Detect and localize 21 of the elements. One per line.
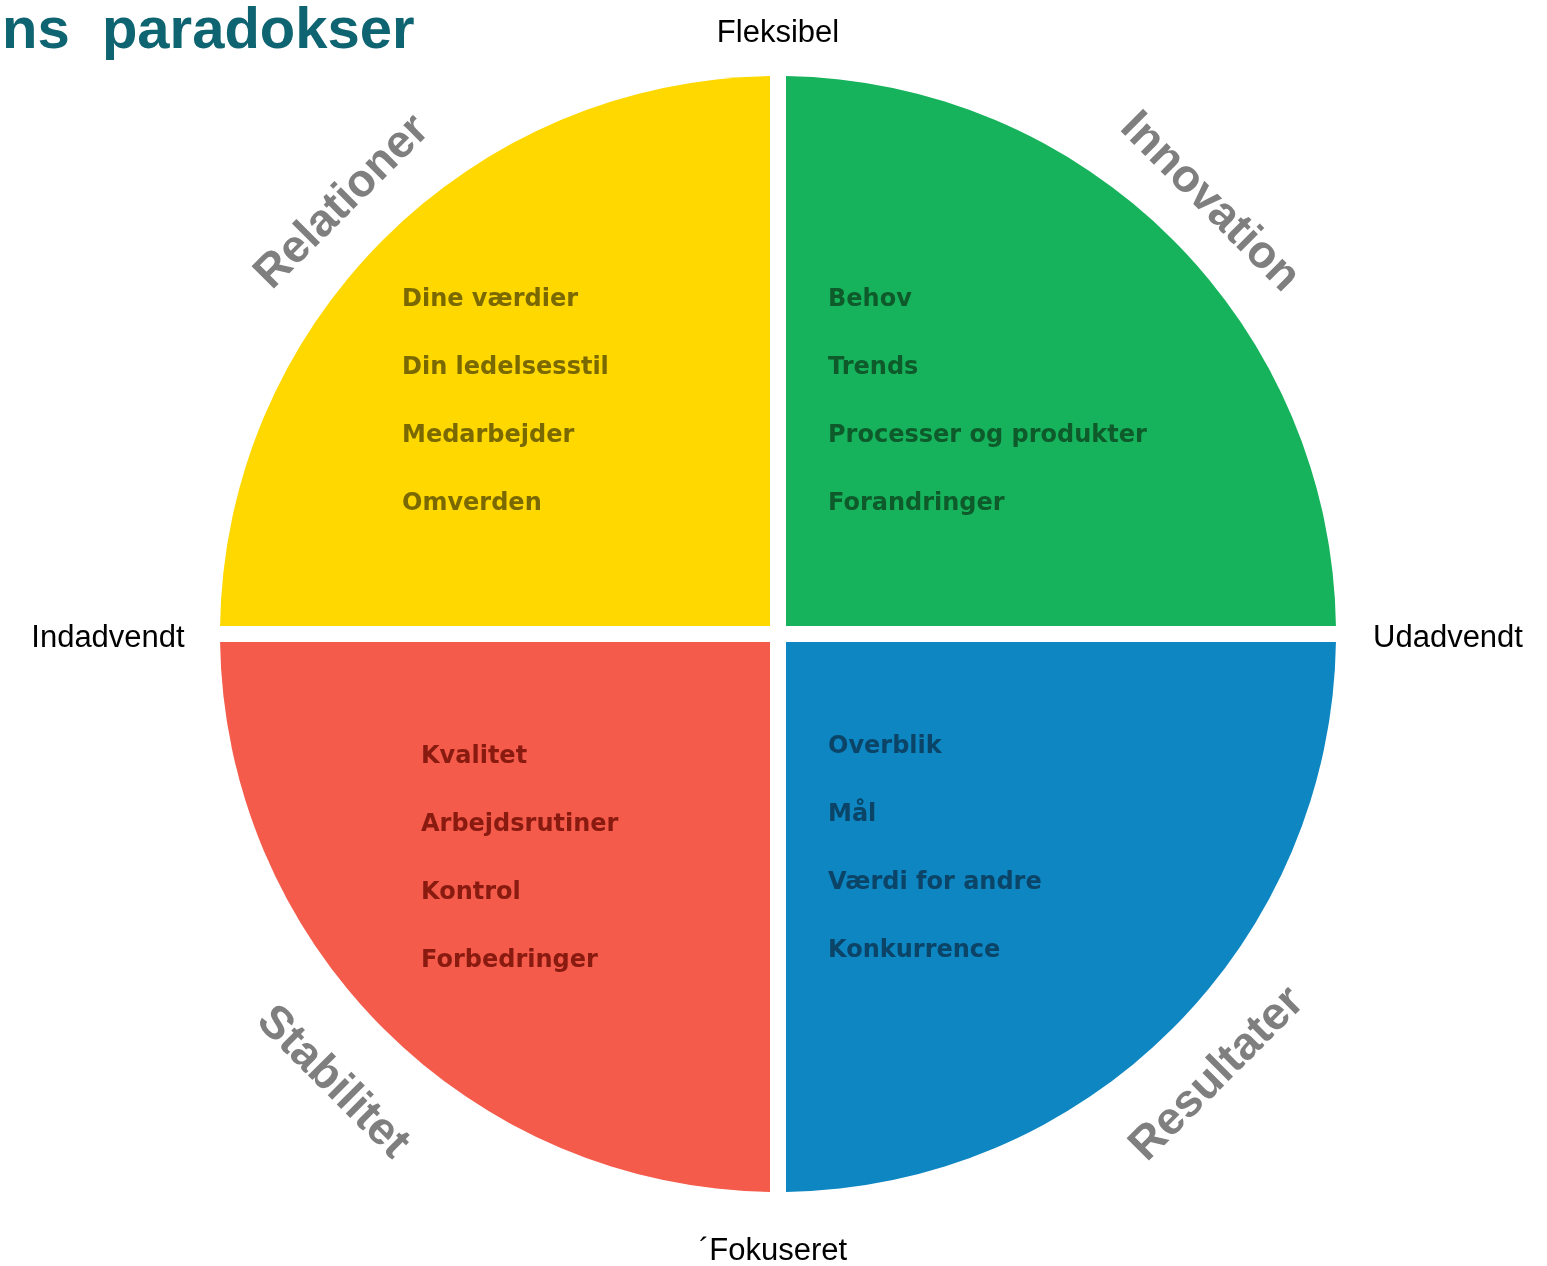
quadrant-item: Behov <box>828 284 912 312</box>
quadrant-item: Processer og produkter <box>828 420 1147 448</box>
axis-label: Udadvendt <box>1373 619 1523 655</box>
quadrant-item: Konkurrence <box>828 935 1001 963</box>
axis-label: Indadvendt <box>31 619 185 655</box>
quadrant-item: Forbedringer <box>421 945 598 973</box>
quadrant-item: Værdi for andre <box>828 867 1042 895</box>
quadrant-item: Kontrol <box>421 877 521 905</box>
quadrant-item: Mål <box>828 799 877 827</box>
quadrant-item: Omverden <box>402 488 542 516</box>
quadrant-item: Medarbejder <box>402 420 575 448</box>
quadrant-item: Arbejdsrutiner <box>421 809 619 837</box>
axis-label: ´Fokuseret <box>698 1232 848 1266</box>
title: ns paradokser <box>2 0 415 61</box>
quadrant-item: Kvalitet <box>421 741 528 769</box>
quadrant-item: Din ledelsesstil <box>402 352 609 380</box>
axis-label: Fleksibel <box>716 14 840 50</box>
quadrant-item: Trends <box>828 352 919 380</box>
quadrant-item: Forandringer <box>828 488 1005 516</box>
quadrant-item: Dine værdier <box>402 284 578 312</box>
quadrant-item: Overblik <box>828 731 942 759</box>
